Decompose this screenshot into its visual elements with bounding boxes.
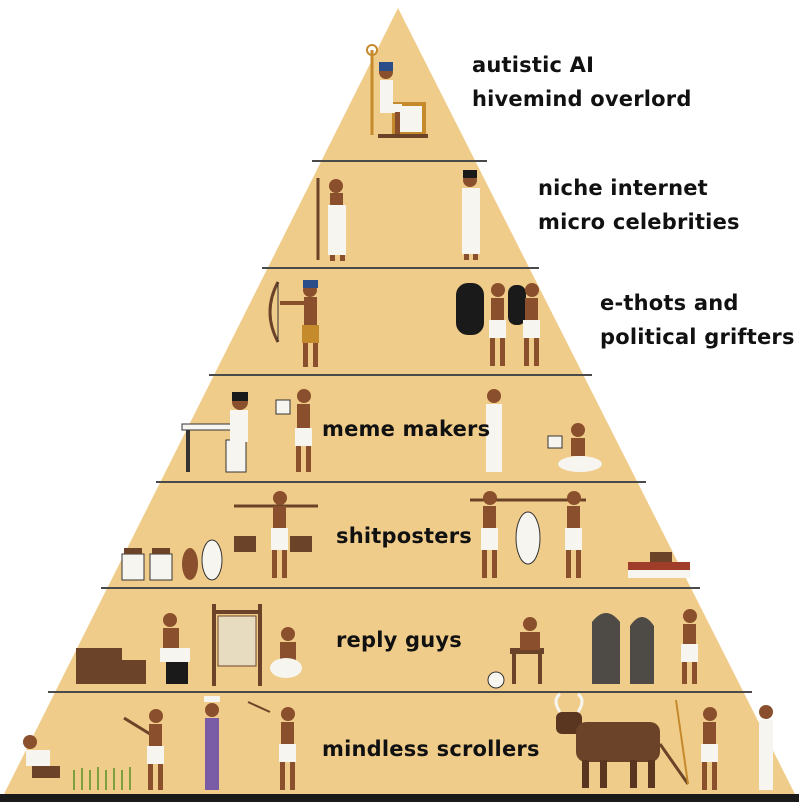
weaver-loom-figure [212, 604, 302, 686]
seated-scribe-figure [486, 389, 602, 472]
tier-6-label: reply guys [336, 623, 462, 657]
tier-1-line-1: autistic AI [472, 53, 595, 77]
potter-figure [76, 613, 190, 684]
tier-dividers [48, 160, 752, 693]
ground-line [0, 794, 799, 802]
pottery-jars [121, 539, 223, 581]
tier-7-label: mindless scrollers [322, 732, 540, 766]
tier-4-label: meme makers [322, 412, 490, 446]
tier-2-line-1: niche internet [538, 176, 708, 200]
grain-field [73, 767, 131, 790]
official-figure [462, 170, 480, 260]
bricks-stack [628, 552, 690, 578]
tier-3-line-1: e-thots and [600, 291, 739, 315]
scribe-desk-figure [181, 392, 248, 473]
archer-figure [268, 280, 319, 367]
tier-2-line-2: micro celebrities [538, 210, 740, 234]
vizier-figure [316, 178, 346, 261]
tier-4-line-1: meme makers [322, 417, 491, 441]
scroll-reader-figure [275, 389, 312, 472]
tier-3-label: e-thots and political grifters [600, 286, 795, 354]
grinding-woman-figure [23, 735, 60, 778]
pharaoh-figure [366, 44, 428, 138]
plowman-figure [658, 699, 718, 790]
tier-7-line-1: mindless scrollers [322, 737, 540, 761]
shield-soldiers-figure [456, 283, 540, 366]
carpenter-figure [487, 617, 544, 689]
tier-2-label: niche internet micro celebrities [538, 171, 740, 239]
oxen-figure [554, 692, 660, 788]
yoke-porter-figure [234, 491, 318, 578]
tier-5-label: shitposters [336, 519, 472, 553]
pyramid [0, 8, 799, 802]
sculptor-figure [592, 609, 698, 684]
woman-carrying-basket-figure [204, 696, 220, 790]
tier-5-line-1: shitposters [336, 524, 472, 548]
laborer-figure [247, 701, 296, 790]
tier-1-line-2: hivemind overlord [472, 87, 692, 111]
standing-woman-figure [759, 705, 773, 790]
hoeing-farmer-figure [123, 709, 164, 790]
tier-3-line-2: political grifters [600, 325, 795, 349]
tier-1-label: autistic AI hivemind overlord [472, 48, 692, 116]
tier-6-line-1: reply guys [336, 628, 463, 652]
pole-porters-figure [470, 491, 586, 578]
